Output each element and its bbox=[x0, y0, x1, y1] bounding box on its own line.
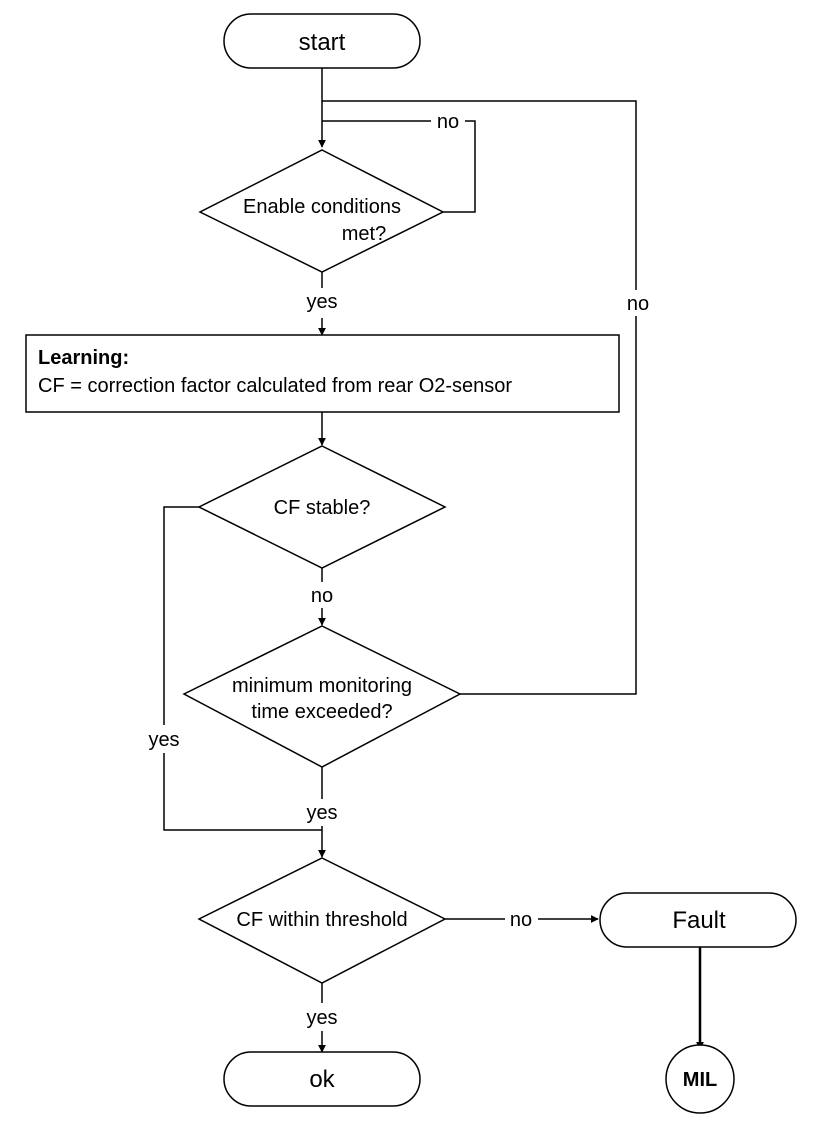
edge-cfstable-yes-bottom bbox=[163, 753, 322, 831]
cf-stable-label: CF stable? bbox=[274, 497, 371, 519]
cf-stable-decision bbox=[197, 445, 447, 569]
ok-label: ok bbox=[309, 1066, 335, 1093]
enable-no-label-bg bbox=[431, 110, 465, 132]
edge-enable-no-loop bbox=[322, 120, 476, 213]
start-terminal bbox=[223, 13, 421, 69]
min-time-label-line1: minimum monitoring bbox=[232, 675, 412, 697]
mil-label: MIL bbox=[683, 1069, 717, 1091]
learning-process bbox=[25, 334, 620, 413]
learning-body: CF = correction factor calculated from r… bbox=[38, 375, 512, 397]
min-time-yes-label: yes bbox=[306, 802, 337, 824]
enable-label-line2: met? bbox=[342, 223, 386, 245]
enable-no-label: no bbox=[437, 111, 459, 133]
enable-yes-label: yes bbox=[306, 291, 337, 313]
edge-mintime-no-loop-top bbox=[322, 100, 637, 290]
threshold-no-label: no bbox=[510, 909, 532, 931]
enable-decision bbox=[198, 149, 445, 273]
mil-indicator bbox=[665, 1044, 735, 1114]
ok-terminal bbox=[223, 1051, 421, 1107]
min-time-no-label: no bbox=[627, 293, 649, 315]
threshold-decision bbox=[197, 857, 447, 984]
edge-mintime-no-loop bbox=[460, 316, 637, 695]
fault-label: Fault bbox=[672, 907, 726, 934]
threshold-yes-label: yes bbox=[306, 1007, 337, 1029]
min-time-decision bbox=[182, 625, 462, 768]
cf-stable-yes-label: yes bbox=[148, 729, 179, 751]
learning-title: Learning: bbox=[38, 347, 129, 369]
start-label: start bbox=[299, 29, 346, 56]
enable-label-line1: Enable conditions bbox=[243, 196, 401, 218]
min-time-label-line2: time exceeded? bbox=[251, 701, 392, 723]
cf-stable-no-label: no bbox=[311, 585, 333, 607]
threshold-label: CF within threshold bbox=[236, 909, 407, 931]
edge-cfstable-yes bbox=[163, 506, 199, 725]
fault-terminal bbox=[599, 892, 797, 948]
